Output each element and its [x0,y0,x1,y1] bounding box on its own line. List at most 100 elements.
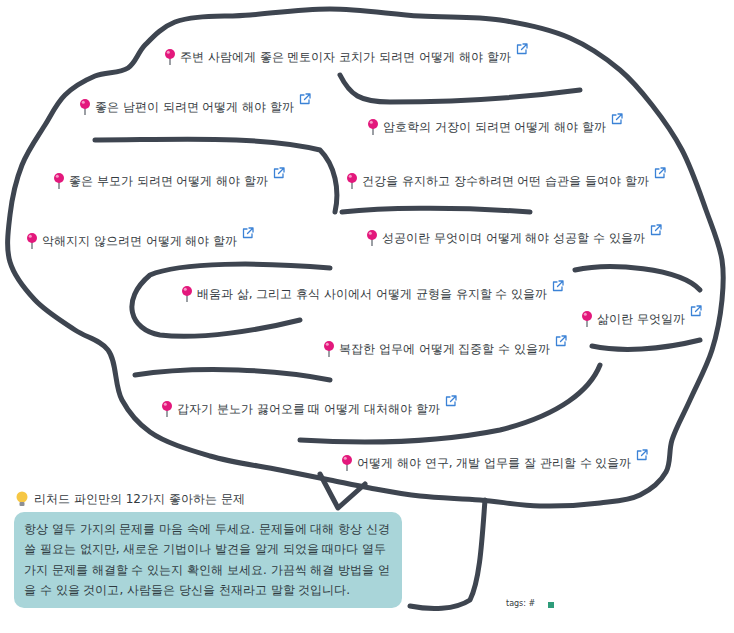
pin-head [368,119,378,129]
pin-shine [370,120,373,123]
pin-head [54,173,64,183]
question-row: 주변 사람에게 좋은 멘토이자 코치가 되려면 어떻게 해야 할까 [163,46,528,66]
tag-label: tags: # [506,598,535,610]
question-row: 복잡한 업무에 어떻게 집중할 수 있을까 [322,338,567,358]
question-row: 갑자기 분노가 끓어오를 때 어떻게 대처해야 할까 [160,398,457,418]
question-row: 어떻게 해야 연구, 개발 업무를 잘 관리할 수 있을까 [340,452,648,472]
question-text: 배움과 삶, 그리고 휴식 사이에서 어떻게 균형을 유지할 수 있을까 [197,287,547,301]
question-row: 삶이란 무엇일까 [580,308,702,328]
question-text: 어떻게 해야 연구, 개발 업무를 잘 관리할 수 있을까 [357,456,631,470]
pin-icon [180,285,194,303]
link-icon [301,94,311,104]
pin-icon [345,172,359,190]
pin-icon [25,232,39,250]
pin-head [162,401,172,411]
pin-icon [322,340,336,358]
pin-head [182,286,192,296]
link-icon [636,449,648,461]
question-text: 주변 사람에게 좋은 멘토이자 코치가 되려면 어떻게 해야 할까 [180,50,511,64]
link-icon [638,450,648,460]
pin-icon [160,400,174,418]
note-heading: 리처드 파인만의 12가지 좋아하는 문제 [14,490,402,508]
pin-icon [163,48,177,66]
pin-head [342,455,352,465]
pin-icon [340,454,354,472]
question-text: 복잡한 업무에 어떻게 집중할 수 있을까 [339,342,550,356]
link-icon [275,168,285,178]
bulb-glass [17,492,28,503]
bulb-base [20,502,25,506]
link-icon [654,167,666,179]
pin-head [80,99,90,109]
pin-head [27,233,37,243]
question-row: 건강을 유지하고 장수하려면 어떤 습관을 들여야 할까 [345,170,666,190]
brain-fold [592,340,700,349]
pin-shine [369,231,372,234]
question-text: 건강을 유지하고 장수하려면 어떤 습관을 들여야 할까 [362,174,649,188]
link-icon [273,167,285,179]
brain-fold [135,370,330,380]
question-text: 삶이란 무엇일까 [597,312,685,326]
pin-shine [82,100,85,103]
brain-outline [0,0,734,520]
pin-icon [580,310,594,328]
link-icon [611,113,623,125]
link-icon [651,225,661,235]
link-icon [244,228,254,238]
tag-icon [548,602,554,608]
question-text: 암호학의 거장이 되려면 어떻게 해야 할까 [383,120,606,134]
pin-icon [52,172,66,190]
question-row: 배움과 삶, 그리고 휴식 사이에서 어떻게 균형을 유지할 수 있을까 [180,283,564,303]
pin-shine [344,456,347,459]
pin-head [165,49,175,59]
link-icon [516,43,528,55]
question-text: 좋은 남편이 되려면 어떻게 해야 할까 [95,100,294,114]
link-icon [690,305,702,317]
link-icon [555,335,567,347]
pin-head [582,311,592,321]
link-icon [299,93,311,105]
question-text: 악해지지 않으려면 어떻게 해야 할까 [42,234,237,248]
pin-head [367,230,377,240]
link-icon [557,336,567,346]
question-row: 악해지지 않으려면 어떻게 해야 할까 [25,230,254,250]
pin-icon [365,229,379,247]
brain-fold [340,75,580,102]
question-row: 성공이란 무엇이며 어떻게 해야 성공할 수 있을까 [365,227,662,247]
pin-shine [349,174,352,177]
question-row: 좋은 남편이 되려면 어떻게 해야 할까 [78,96,311,116]
question-text: 성공이란 무엇이며 어떻게 해야 성공할 수 있을까 [382,231,645,245]
pin-shine [164,402,167,405]
pin-head [324,341,334,351]
link-icon [691,306,701,316]
note-body: 항상 열두 가지의 문제를 마음 속에 두세요. 문제들에 대해 항상 신경 쓸… [14,512,402,608]
brain-fold [575,267,700,290]
brain-region: 주변 사람에게 좋은 멘토이자 코치가 되려면 어떻게 해야 할까좋은 남편이 … [0,0,734,520]
bubble-edge [410,500,485,608]
link-icon [445,395,457,407]
question-row: 좋은 부모가 되려면 어떻게 해야 할까 [52,170,285,190]
link-icon [554,281,564,291]
pin-shine [167,50,170,53]
pin-icon [366,118,380,136]
link-icon [613,114,623,124]
link-icon [517,44,527,54]
question-text: 갑자기 분노가 끓어오를 때 어떻게 대처해야 할까 [177,402,440,416]
pin-shine [584,312,587,315]
pin-shine [326,342,329,345]
brain-outline [8,9,724,506]
link-icon [650,224,662,236]
link-icon [446,396,456,406]
link-icon [655,168,665,178]
problem-note: 리처드 파인만의 12가지 좋아하는 문제항상 열두 가지의 문제를 마음 속에… [14,490,402,608]
link-icon [242,227,254,239]
brain-fold [342,208,530,212]
pin-icon [78,98,92,116]
question-row: 암호학의 거장이 되려면 어떻게 해야 할까 [366,116,623,136]
link-icon [552,280,564,292]
pin-shine [56,174,59,177]
pin-head [347,173,357,183]
pin-shine [29,234,32,237]
pin-shine [184,287,187,290]
question-text: 좋은 부모가 되려면 어떻게 해야 할까 [69,174,268,188]
